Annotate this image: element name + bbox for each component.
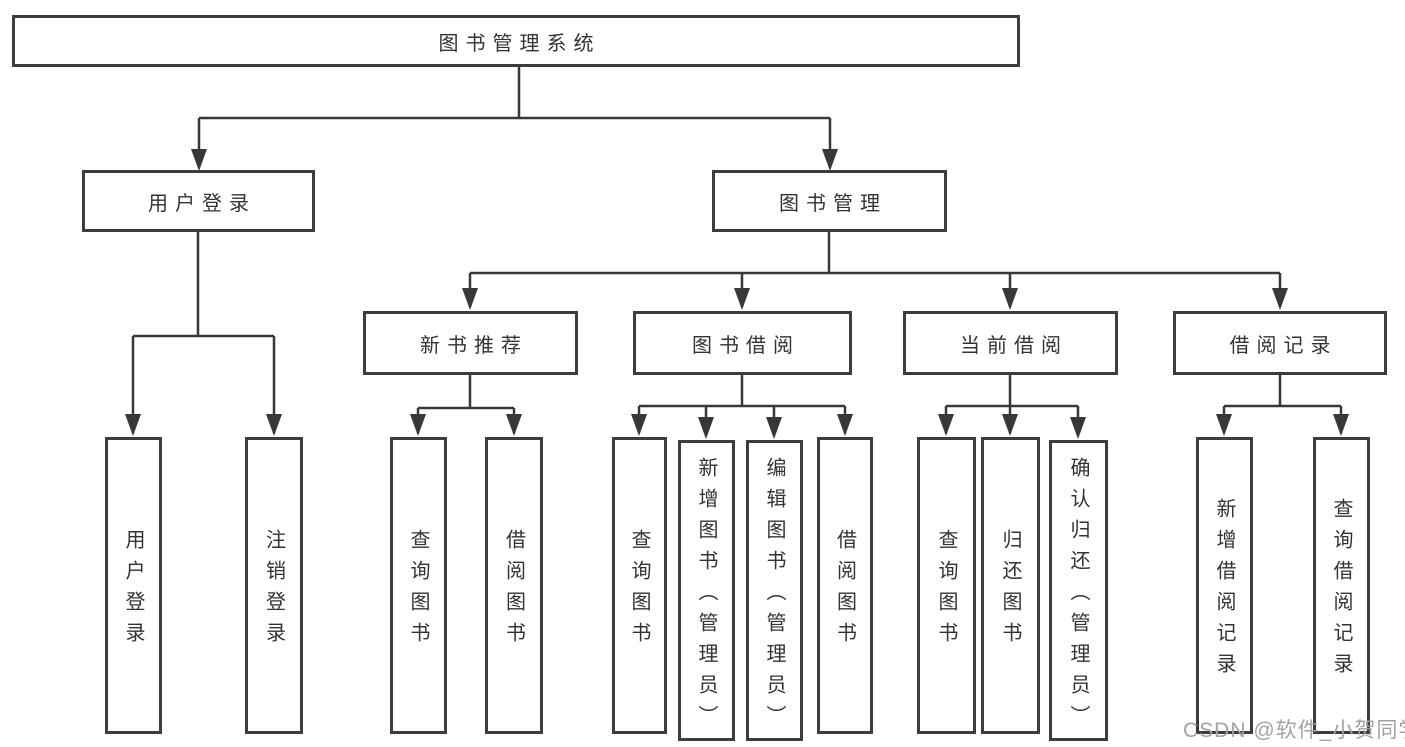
watermark: CSDN @软件_小贺同学: [1183, 719, 1405, 742]
leaf-add-book-admin: 新增图书（管理员）: [678, 440, 735, 741]
leaf-add-borrow-record: 新增借阅记录: [1196, 437, 1253, 734]
leaf-query-books-current-label: 查询图书: [935, 529, 957, 653]
leaf-borrow-books-recommend: 借阅图书: [485, 437, 543, 734]
leaf-query-books-recommend: 查询图书: [390, 437, 447, 734]
leaf-borrow-books-recommend-label: 借阅图书: [502, 529, 525, 653]
node-book-borrowing-label: 图书借阅: [692, 334, 800, 357]
leaf-user-login: 用户登录: [105, 437, 162, 734]
leaf-query-borrow-record: 查询借阅记录: [1313, 437, 1370, 734]
leaf-edit-book-admin: 编辑图书（管理员）: [746, 440, 803, 741]
leaf-confirm-return-admin-label: 确认归还（管理员）: [1067, 456, 1089, 736]
leaf-edit-book-admin-label: 编辑图书（管理员）: [763, 456, 785, 736]
leaf-logout: 注销登录: [245, 437, 303, 734]
leaf-query-books-current: 查询图书: [917, 437, 976, 734]
leaf-query-books-borrowing: 查询图书: [612, 437, 667, 734]
leaf-query-borrow-record-label: 查询借阅记录: [1330, 498, 1352, 684]
leaf-return-books: 归还图书: [981, 437, 1040, 734]
leaf-confirm-return-admin: 确认归还（管理员）: [1049, 440, 1108, 741]
node-book-management-label: 图书管理: [779, 192, 887, 215]
node-borrow-records: 借阅记录: [1173, 311, 1387, 375]
leaf-add-borrow-record-label: 新增借阅记录: [1213, 498, 1235, 684]
leaf-query-books-borrowing-label: 查询图书: [628, 529, 650, 653]
node-new-book-recommend-label: 新书推荐: [420, 334, 528, 357]
node-root-label: 图书管理系统: [438, 32, 601, 55]
leaf-user-login-label: 用户登录: [122, 529, 144, 653]
leaf-logout-label: 注销登录: [262, 529, 285, 653]
node-borrow-records-label: 借阅记录: [1229, 334, 1338, 357]
node-root: 图书管理系统: [12, 15, 1020, 67]
leaf-borrow-books-borrowing: 借阅图书: [817, 437, 873, 734]
node-user-login: 用户登录: [82, 170, 315, 232]
leaf-borrow-books-borrowing-label: 借阅图书: [833, 529, 856, 653]
leaf-return-books-label: 归还图书: [999, 529, 1021, 653]
node-book-management: 图书管理: [712, 170, 947, 232]
node-book-borrowing: 图书借阅: [633, 311, 852, 375]
node-current-borrowing: 当前借阅: [903, 311, 1118, 375]
node-new-book-recommend: 新书推荐: [363, 311, 578, 375]
leaf-query-books-recommend-label: 查询图书: [407, 529, 429, 653]
leaf-add-book-admin-label: 新增图书（管理员）: [695, 456, 717, 736]
node-user-login-label: 用户登录: [148, 192, 256, 215]
node-current-borrowing-label: 当前借阅: [960, 334, 1068, 357]
